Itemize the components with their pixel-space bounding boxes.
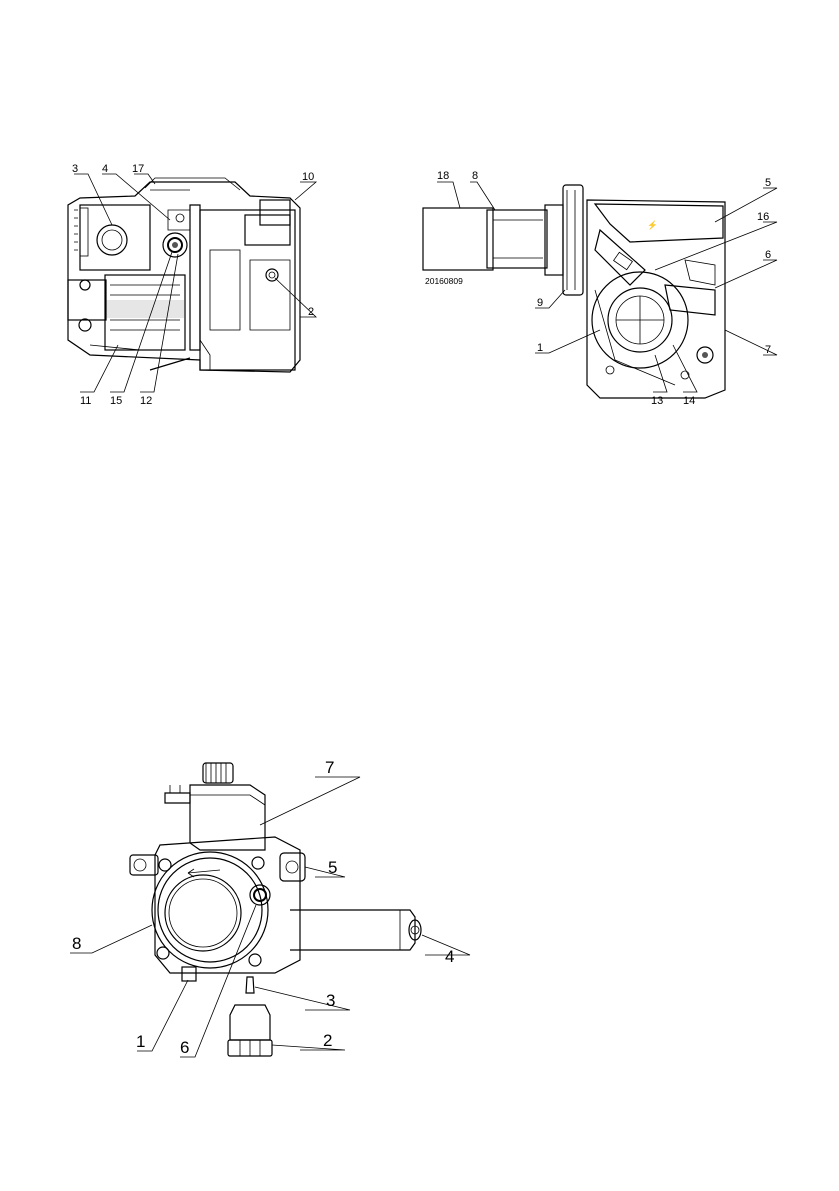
callout-9: 9 [537, 297, 543, 309]
oil-pump-figure: 7 5 8 4 3 1 6 2 [70, 755, 470, 1065]
callout-18: 18 [437, 170, 449, 182]
oil-pump-drawing: 7 5 8 4 3 1 6 2 [70, 755, 470, 1065]
pump-callout-2: 2 [323, 1031, 332, 1050]
pump-callout-1: 1 [136, 1032, 145, 1051]
pump-callout-5: 5 [328, 858, 337, 877]
electric-hazard-symbol: ⚡ [647, 220, 658, 231]
burner-front-view-figure: 3 4 17 10 2 11 15 12 [50, 160, 350, 405]
pump-callout-3: 3 [326, 991, 335, 1010]
callout-12: 12 [140, 395, 152, 407]
pump-callout-8: 8 [72, 934, 81, 953]
callout-11: 11 [80, 395, 91, 407]
callout-8: 8 [472, 170, 478, 182]
callout-15: 15 [110, 395, 122, 407]
callout-2: 2 [308, 306, 314, 318]
callout-6: 6 [765, 249, 771, 261]
callout-1: 1 [537, 342, 543, 354]
callout-14: 14 [683, 395, 695, 407]
burner-front-view-drawing: 3 4 17 10 2 11 15 12 [50, 160, 350, 405]
callout-4: 4 [102, 163, 108, 175]
burner-side-view-figure: ⚡ 20160809 18 8 5 16 6 9 [415, 160, 795, 405]
callout-17: 17 [132, 163, 144, 175]
burner-side-view-drawing: ⚡ 20160809 18 8 5 16 6 9 [415, 160, 795, 405]
callout-16: 16 [757, 211, 769, 223]
callout-3: 3 [72, 163, 78, 175]
drawing-code: 20160809 [425, 276, 463, 286]
callout-10: 10 [302, 171, 314, 183]
callout-5: 5 [765, 177, 771, 189]
callout-7: 7 [765, 344, 771, 356]
callout-13: 13 [651, 395, 663, 407]
pump-callout-6: 6 [180, 1038, 189, 1057]
pump-callout-4: 4 [445, 947, 454, 966]
pump-callout-7: 7 [325, 758, 334, 777]
